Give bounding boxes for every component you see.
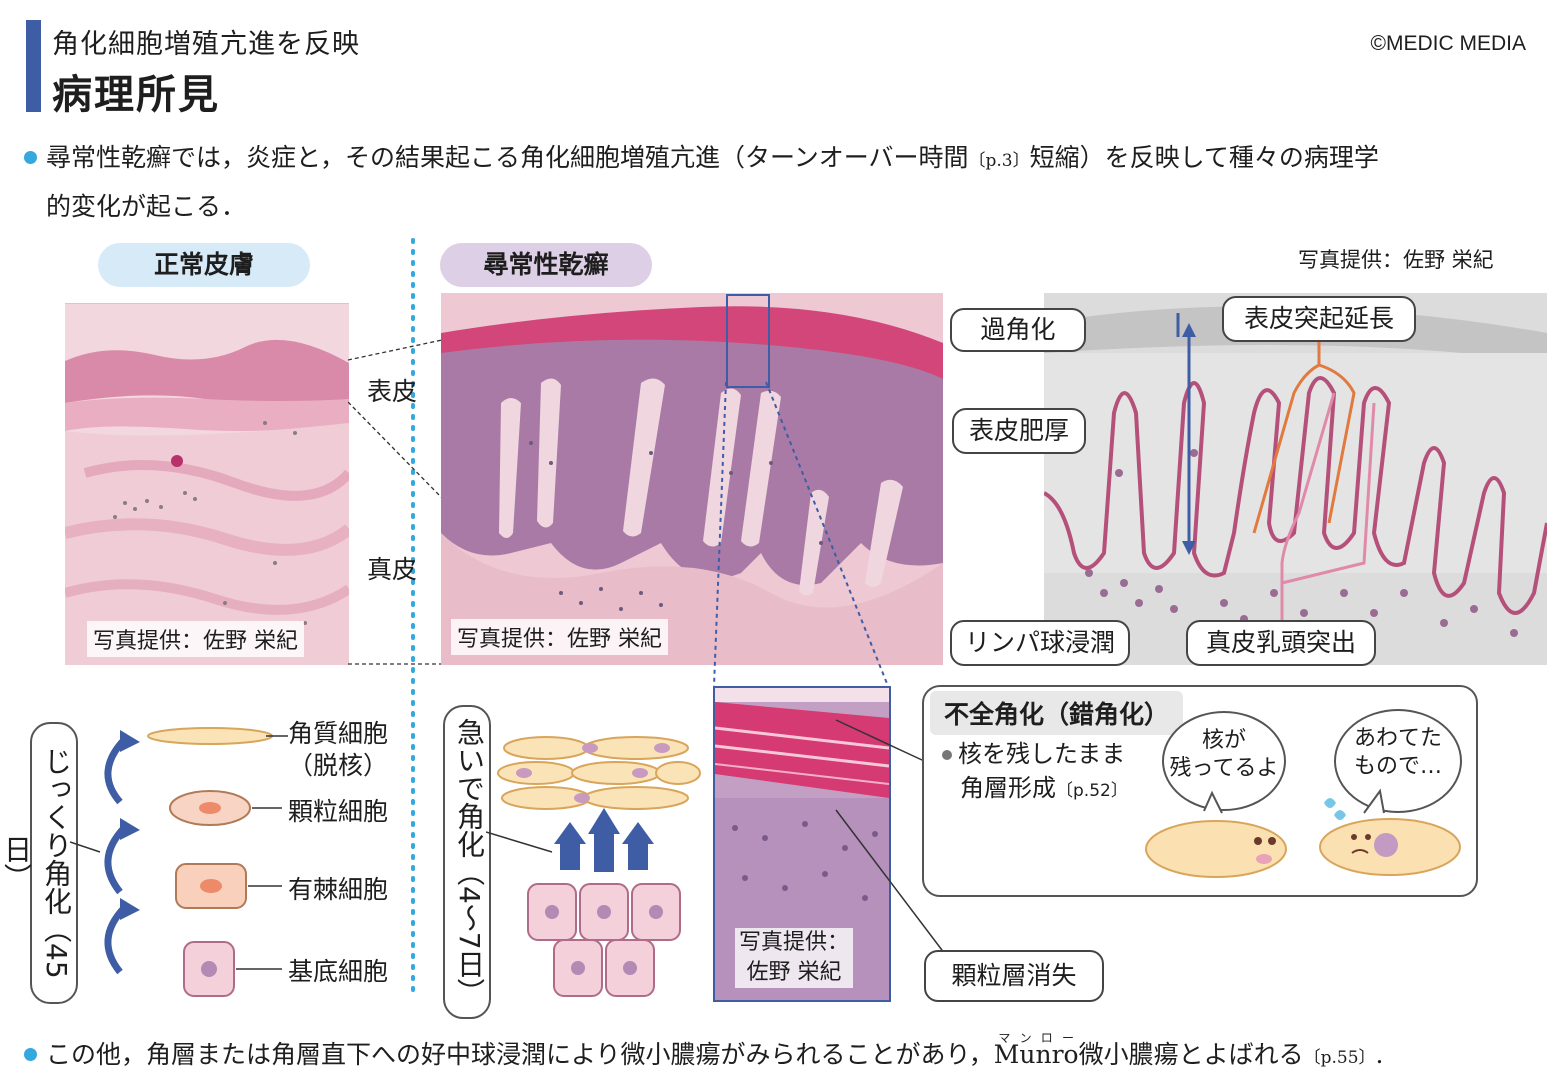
photo-credit-line: 佐野 栄紀 <box>746 960 842 985</box>
dermis-label: 真皮 <box>367 555 418 584</box>
section-divider <box>411 238 415 994</box>
zoom-region-box <box>726 294 770 388</box>
cell-characters <box>1145 788 1461 878</box>
papillomatosis-callout: 真皮乳頭突出 <box>1186 620 1376 666</box>
intro-text: 尋常性乾癬では，炎症と，その結果起こる角化細胞増殖亢進（ターンオーバー時間 <box>46 143 969 172</box>
munro-word: Munro <box>993 1040 1079 1069</box>
intro-text: 短縮）を反映して種々の病理学 <box>1029 143 1379 172</box>
intro-ref: 〔p.3〕 <box>968 151 1030 171</box>
footer-text: 微小膿瘍とよばれる <box>1078 1040 1304 1069</box>
spinous-cell-label: 有棘細胞 <box>288 875 389 904</box>
munro-ruby: マンロー <box>993 1031 1079 1045</box>
granular-cell-label: 顆粒細胞 <box>288 797 389 826</box>
acanthosis-callout: 表皮肥厚 <box>952 408 1086 454</box>
footer-paragraph: この他，角層または角層直下への好中球浸潤により微小膿瘍がみられることがあり，Mu… <box>46 1031 1556 1081</box>
layer-connector-lines <box>348 339 443 665</box>
intro-paragraph: 尋常性乾癬では，炎症と，その結果起こる角化細胞増殖亢進（ターンオーバー時間〔p.… <box>46 135 1556 230</box>
psoriasis-schematic <box>1044 293 1547 665</box>
bubble-text: 核が <box>1201 728 1246 753</box>
fast-keratinization-label: 急いで角化（4〜7日） <box>443 705 491 1019</box>
psoriasis-cell-diagram <box>486 736 701 997</box>
munro-term: Munroマンロー <box>993 1031 1079 1069</box>
lymphocyte-callout: リンパ球浸潤 <box>950 620 1130 666</box>
normal-skin-photo: 写真提供：佐野 栄紀 <box>65 303 349 665</box>
parakeratosis-title: 不全角化（錯角化） <box>930 691 1184 735</box>
photo-credit: 写真提供：佐野 栄紀 <box>87 621 304 657</box>
speech-bubble: 核が 残ってるよ <box>1162 711 1286 811</box>
parakeratosis-ref: 〔p.52〕 <box>1056 781 1128 801</box>
cell-label-text: 角質細胞 <box>288 719 389 748</box>
footer-text: . <box>1375 1040 1384 1069</box>
page-subtitle: 角化細胞増殖亢進を反映 <box>52 29 360 60</box>
rete-elongation-callout: 表皮突起延長 <box>1222 296 1416 342</box>
normal-cell-diagram <box>70 727 288 997</box>
title-accent-bar <box>26 20 41 112</box>
parakeratosis-text: 核を残したまま 角層形成〔p.52〕 <box>942 737 1128 808</box>
intro-text: 的変化が起こる． <box>46 192 247 221</box>
photo-credit: 写真提供：佐野 栄紀 <box>451 619 668 655</box>
speech-bubble: あわてた もので… <box>1334 709 1462 813</box>
zoom-photo: 写真提供： 佐野 栄紀 <box>713 686 891 1002</box>
photo-credit: 写真提供：佐野 栄紀 <box>1298 248 1494 272</box>
photo-credit: 写真提供： 佐野 栄紀 <box>735 928 854 988</box>
parakeratosis-panel: 不全角化（錯角化） 核を残したまま 角層形成〔p.52〕 核が 残ってるよ あわ… <box>922 685 1478 897</box>
cell-label-text: （脱核） <box>288 751 389 780</box>
bubble-text: あわてた <box>1353 726 1442 751</box>
hyperkeratosis-callout: 過角化 <box>950 308 1086 352</box>
photo-credit-line: 写真提供： <box>739 930 850 955</box>
zoom-connector-lines <box>713 381 889 687</box>
epidermis-label: 表皮 <box>367 377 418 406</box>
psoriasis-photo: 写真提供：佐野 栄紀 <box>441 293 943 665</box>
bullet-dot <box>24 1048 37 1061</box>
normal-skin-label: 正常皮膚 <box>98 243 310 287</box>
bullet-dot <box>24 151 37 164</box>
basal-cell-label: 基底細胞 <box>288 957 389 986</box>
copyright: ©MEDIC MEDIA <box>1370 32 1526 55</box>
bubble-text: もので… <box>1353 754 1442 779</box>
bullet-dot <box>942 750 952 760</box>
slow-keratinization-label: じっくり角化（45日） <box>0 722 78 1004</box>
cornified-cell-label: 角質細胞 （脱核） <box>288 718 388 782</box>
parakeratosis-line: 角層形成 <box>960 774 1056 802</box>
psoriasis-label: 尋常性乾癬 <box>440 243 652 287</box>
bubble-text: 残ってるよ <box>1169 756 1279 781</box>
footer-ref: 〔p.55〕 <box>1303 1048 1376 1068</box>
granular-loss-callout: 顆粒層消失 <box>924 950 1104 1002</box>
footer-text: この他，角層または角層直下への好中球浸潤により微小膿瘍がみられることがあり， <box>46 1040 994 1069</box>
page-title: 病理所見 <box>52 71 220 118</box>
parakeratosis-line: 核を残したまま <box>958 740 1126 768</box>
